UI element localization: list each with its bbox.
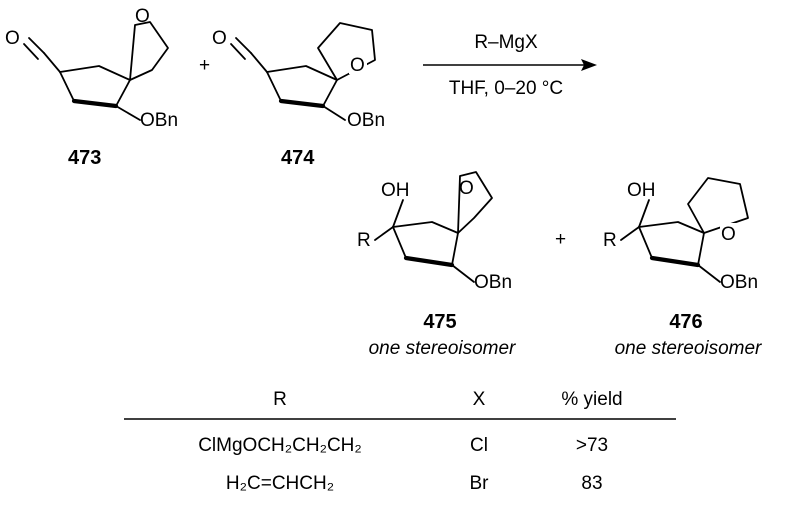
reagent-label: R–MgX bbox=[474, 32, 538, 53]
hydroxyl-label-475: OH bbox=[381, 180, 410, 201]
ring-oxygen-474: O bbox=[350, 55, 365, 76]
reactant-plus-sign: + bbox=[199, 55, 210, 76]
table-row-2-yield: 83 bbox=[581, 473, 602, 494]
ketone-oxygen-474: O bbox=[212, 28, 227, 49]
reaction-arrow bbox=[423, 59, 597, 71]
product-plus-sign: + bbox=[555, 229, 566, 250]
compound-475-structure: OH R O OBn bbox=[357, 171, 512, 293]
table-row-2-x: Br bbox=[470, 473, 490, 494]
table-row-2-r: H₂C=CHCH₂ bbox=[226, 473, 334, 494]
table-header-r: R bbox=[273, 389, 287, 410]
ketone-oxygen-473: O bbox=[5, 28, 20, 49]
r-group-label-475: R bbox=[357, 230, 371, 251]
compound-473-structure: O O OBn bbox=[5, 6, 178, 131]
r-group-label-476: R bbox=[603, 230, 617, 251]
stereo-note-475: one stereoisomer bbox=[369, 338, 516, 359]
table-header-x: X bbox=[473, 389, 486, 410]
obn-label-473: OBn bbox=[140, 110, 178, 131]
table-row-1-r: ClMgOCH₂CH₂CH₂ bbox=[198, 435, 362, 456]
table-header-yield: % yield bbox=[561, 389, 622, 410]
compound-476-structure: OH R O OBn bbox=[603, 177, 758, 293]
compound-number-473: 473 bbox=[68, 147, 101, 169]
stereo-note-476: one stereoisomer bbox=[615, 338, 762, 359]
hydroxyl-label-476: OH bbox=[627, 180, 656, 201]
ring-oxygen-473: O bbox=[135, 6, 150, 27]
obn-label-476: OBn bbox=[720, 272, 758, 293]
conditions-label: THF, 0–20 °C bbox=[449, 78, 563, 99]
obn-label-475: OBn bbox=[474, 272, 512, 293]
ring-oxygen-475: O bbox=[459, 178, 474, 199]
compound-number-475: 475 bbox=[423, 311, 456, 333]
table-row-1-yield: >73 bbox=[576, 435, 608, 456]
compound-number-474: 474 bbox=[281, 147, 315, 169]
compound-474-structure: O O OBn bbox=[212, 22, 385, 131]
obn-label-474: OBn bbox=[347, 110, 385, 131]
results-table: R X % yield ClMgOCH₂CH₂CH₂ Cl >73 H₂C=CH… bbox=[124, 389, 676, 494]
ring-oxygen-476: O bbox=[721, 224, 736, 245]
compound-number-476: 476 bbox=[669, 311, 702, 333]
table-row-1-x: Cl bbox=[470, 435, 488, 456]
